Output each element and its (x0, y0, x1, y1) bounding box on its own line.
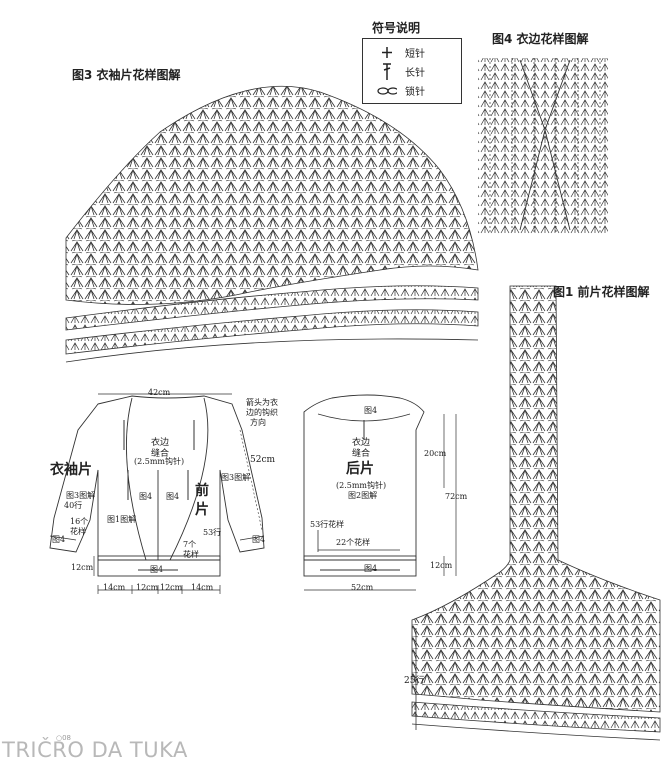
right-border-ref: 图4 (166, 492, 180, 501)
chain-stitch-icon (377, 87, 397, 95)
sleeve-repeats-2: 花样 (70, 527, 86, 536)
front-patterns-7-1: 7个 (183, 540, 197, 549)
fig3-sleeve-cuff (65, 309, 479, 355)
back-patterns-22: 22个花样 (336, 538, 371, 547)
front-label-1: 前 (195, 483, 209, 499)
back-rows-53: 53行花样 (310, 520, 345, 529)
back-collar-ref: 图4 (364, 406, 378, 415)
back-hem-height: 12cm (430, 561, 453, 570)
legend-label-long: 长针 (405, 68, 425, 79)
back-bottom-ref: 图4 (364, 564, 378, 573)
front-bottom-w3: 12cm (160, 583, 183, 592)
front-patterns-7-2: 花样 (183, 550, 199, 559)
fig1-chain-line (411, 723, 661, 741)
back-border-note-1: 衣边 (352, 438, 371, 448)
watermark-small: ○08 (56, 734, 72, 742)
front-left-cuff (49, 535, 77, 541)
fig4-title: 图4 衣边花样图解 (492, 32, 589, 46)
fig1-front-band (411, 701, 661, 733)
left-border-ref: 图4 (139, 492, 153, 501)
fig1-front-chart (411, 285, 661, 741)
front-border-note-2: 缝合 (151, 449, 170, 459)
legend-row-short-stitch: 短针 (363, 44, 461, 62)
arrow-note-3: 方向 (250, 418, 266, 427)
watermark-text: TRIČRO DA TUKA (2, 738, 188, 762)
legend-title: 符号说明 (372, 21, 421, 35)
fig1-rows-label: 25行 (404, 676, 425, 686)
front-schematic (49, 393, 265, 594)
fig3-sleeve-band (65, 285, 479, 331)
right-sleeve-chart-ref: 图3图解 (221, 473, 251, 482)
front-schematic-outline (49, 395, 265, 561)
front-bottom-w4: 14cm (191, 583, 214, 592)
legend-row-long-stitch: 长针 (363, 63, 461, 81)
sleeve-pattern-ref: 图3图解 (66, 491, 96, 500)
fig4-center-motif (519, 59, 571, 231)
legend-row-chain: 锁针 (363, 82, 461, 100)
front-hem-band (97, 555, 221, 577)
front-collar-left (126, 397, 147, 561)
back-chart-ref: 图2图解 (348, 491, 378, 500)
back-schematic-outline (303, 394, 425, 561)
front-border-note-1: 衣边 (151, 438, 170, 448)
fig1-front-body (411, 285, 661, 713)
sleeve-length: 52cm (250, 455, 276, 465)
back-hook-note: (2.5mm钩针) (336, 481, 387, 490)
symbol-legend: 短针 长针 锁针 (362, 38, 462, 104)
arrow-note-1: 箭头为衣 (246, 398, 278, 407)
fig3-chain-line (65, 338, 479, 363)
back-border-note-2: 缝合 (352, 449, 371, 459)
front-hem-height: 12cm (71, 563, 94, 572)
front-bottom-w2: 12cm (136, 583, 159, 592)
front-rows-53: 53行 (203, 528, 222, 537)
front-collar-right (169, 397, 209, 561)
front-right-cuff (239, 535, 265, 541)
fig3-title: 图3 衣袖片花样图解 (72, 68, 181, 82)
cross-stitch-icon (382, 47, 392, 58)
legend-label-chain: 锁针 (405, 87, 425, 98)
sleeve-repeats-1: 16个 (70, 517, 89, 526)
fig3-sleeve-body (65, 85, 479, 305)
fig3-sleeve-chart (65, 85, 479, 363)
front-hook-note: (2.5mm钩针) (134, 457, 185, 466)
back-schematic (303, 394, 457, 591)
back-bottom-width: 52cm (351, 583, 374, 592)
front-top-width: 42cm (148, 388, 171, 397)
fig1-title: 图1 前片花样图解 (553, 285, 650, 299)
arrow-note-2: 边的钩织 (246, 408, 278, 417)
fig4-border-chart (478, 58, 608, 234)
back-height-20: 20cm (424, 449, 447, 458)
sleeve-rows: 40行 (64, 501, 83, 510)
sleeve-length-dim (239, 429, 263, 531)
fig4-border-field (478, 58, 608, 234)
front-bottom-w1: 14cm (103, 583, 126, 592)
front-bottom-ref: 图4 (150, 565, 164, 574)
right-cuff-ref: 图4 (252, 535, 266, 544)
front-label-2: 片 (195, 502, 209, 518)
cuff-ref: 图4 (52, 535, 66, 544)
front-chart-ref: 图1图解 (107, 515, 137, 524)
legend-label-short: 短针 (405, 49, 425, 60)
back-title: 后片 (346, 461, 374, 477)
sleeve-label: 衣袖片 (50, 462, 92, 478)
long-stitch-icon (383, 63, 391, 80)
back-hem-band (303, 555, 417, 577)
back-height-72: 72cm (445, 492, 468, 501)
